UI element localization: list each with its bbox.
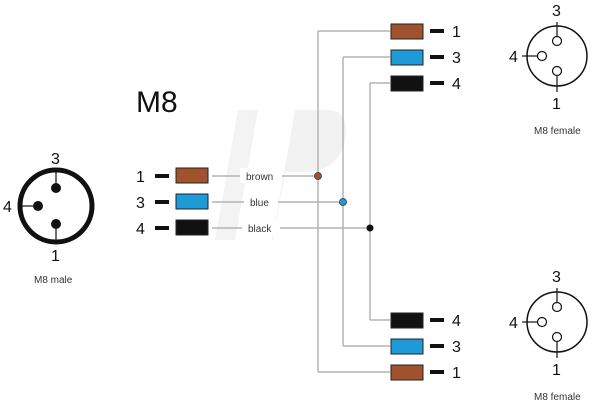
input-pin-number: 3: [136, 195, 145, 212]
bottom-output-block-blue: [390, 338, 424, 355]
male-pin-label-bottom: 1: [51, 248, 60, 265]
female-bottom-pin-label-top: 3: [552, 269, 561, 286]
bottom-output-pin-number: 3: [452, 339, 461, 356]
male-connector: 3 4 1 M8 male: [3, 151, 95, 286]
top-output-pin-number: 4: [452, 76, 461, 93]
bottom-output-pin-number: 1: [452, 365, 461, 382]
input-dash: [155, 174, 169, 178]
top-output-block-brown: [390, 23, 424, 40]
wires: [212, 30, 390, 373]
junction-brown: [314, 172, 322, 180]
wire-label-black: black: [248, 224, 272, 235]
input-pin-number: 1: [136, 169, 145, 186]
female-bottom-pin-label-bottom: 1: [552, 362, 561, 379]
input-block-brown: [175, 167, 209, 184]
top-output-pin-number: 1: [452, 24, 461, 41]
wire-label-brown: brown: [246, 172, 273, 183]
output-dash: [430, 55, 444, 59]
watermark: [215, 110, 346, 240]
female-bottom-label: M8 female: [534, 392, 581, 403]
input-pin-number: 4: [136, 221, 145, 238]
input-block-black: [175, 219, 209, 236]
input-block-blue: [175, 193, 209, 210]
top-output-block-blue: [390, 49, 424, 66]
bottom-output-connector: 4 3 1: [390, 312, 461, 382]
junction-black: [366, 224, 374, 232]
output-dash: [430, 370, 444, 374]
male-pin-left: [33, 201, 43, 211]
input-connector: 1 3 4: [136, 167, 209, 238]
input-dash: [155, 200, 169, 204]
top-output-connector: 1 3 4: [390, 23, 461, 93]
output-dash: [430, 318, 444, 322]
male-pin-top: [51, 183, 61, 193]
diagram-title: M8: [136, 86, 178, 119]
bottom-output-block-brown: [390, 364, 424, 381]
junction-blue: [339, 198, 347, 206]
top-output-block-black: [390, 75, 424, 92]
bottom-output-block-black: [390, 312, 424, 329]
wire-labels: brown blue black: [240, 168, 282, 235]
female-connector-top: 3 4 1 M8 female: [509, 3, 588, 137]
wire-label-blue: blue: [250, 198, 269, 209]
female-top-pin-label-bottom: 1: [552, 96, 561, 113]
male-pin-bottom: [51, 219, 61, 229]
input-dash: [155, 226, 169, 230]
female-top-pin-label-left: 4: [509, 49, 518, 66]
male-pin-label-left: 4: [3, 199, 12, 216]
female-bottom-pin-label-left: 4: [509, 315, 518, 332]
bottom-output-pin-number: 4: [452, 313, 461, 330]
female-top-label: M8 female: [534, 126, 581, 137]
output-dash: [430, 344, 444, 348]
female-top-pin-label-top: 3: [552, 3, 561, 20]
male-connector-label: M8 male: [34, 275, 73, 286]
female-connector-bottom: 3 4 1 M8 female: [509, 269, 588, 403]
male-pin-label-top: 3: [51, 151, 60, 168]
top-output-pin-number: 3: [452, 50, 461, 67]
output-dash: [430, 29, 444, 33]
output-dash: [430, 81, 444, 85]
